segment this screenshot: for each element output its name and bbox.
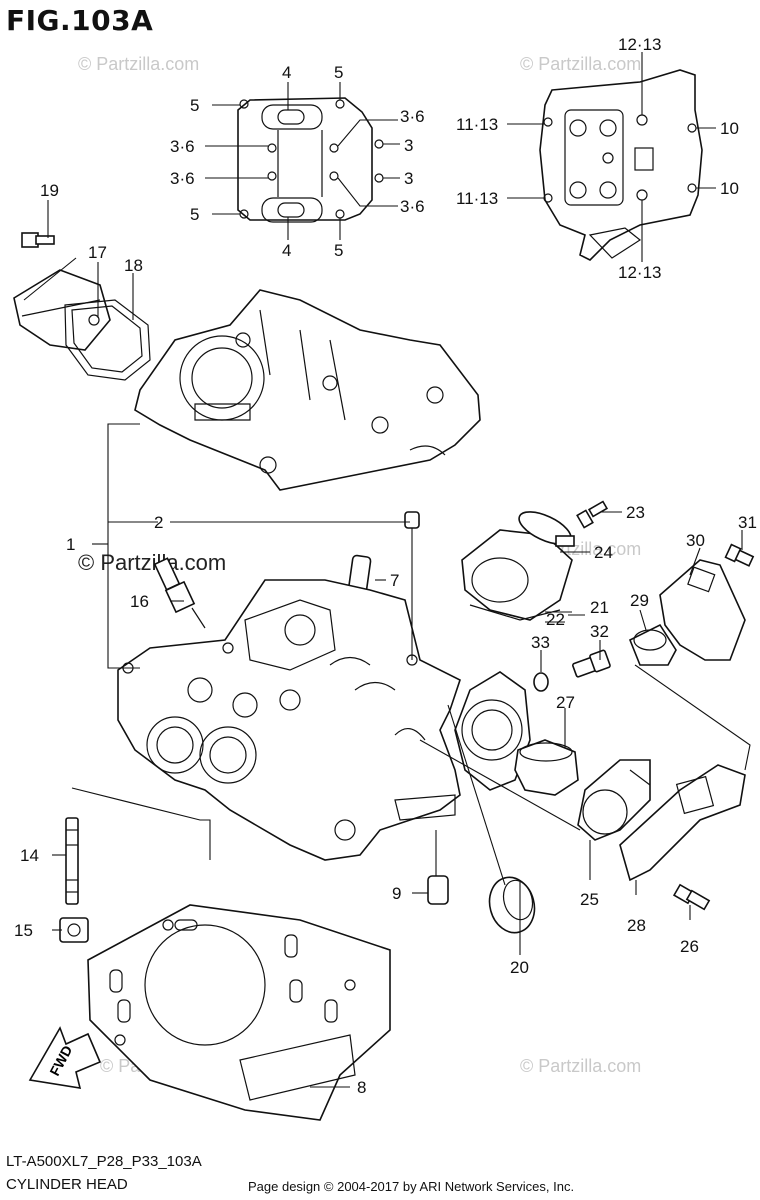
callout-24: 24 xyxy=(594,543,613,562)
leader-lines xyxy=(23,200,751,1088)
breather-gasket xyxy=(64,299,151,381)
callout-31: 31 xyxy=(738,513,757,532)
callout-11-13: 11·13 xyxy=(456,189,498,208)
callout-1: 1 xyxy=(66,535,75,554)
water-pipe-bolt xyxy=(672,883,711,911)
callout-5: 5 xyxy=(334,241,343,260)
callout-11-13: 11·13 xyxy=(456,115,498,134)
watermark: © Partzilla.com xyxy=(78,54,199,74)
callout-23: 23 xyxy=(626,503,645,522)
callout-32: 32 xyxy=(590,622,609,641)
callout-15: 15 xyxy=(14,921,33,940)
water-pipe xyxy=(619,764,746,882)
copyright-credit: Page design © 2004-2017 by ARI Network S… xyxy=(248,1179,575,1194)
callout-5: 5 xyxy=(190,205,199,224)
thermostat-cover xyxy=(577,759,651,841)
sensor-washer xyxy=(533,672,549,692)
temperature-sensor xyxy=(572,649,611,678)
callout-29: 29 xyxy=(630,591,649,610)
callout-17: 17 xyxy=(88,243,107,262)
callout-21: 21 xyxy=(590,598,609,617)
stud-bolt xyxy=(65,817,79,905)
callout-3-6: 3·6 xyxy=(400,197,425,216)
callout-25: 25 xyxy=(580,890,599,909)
callout-4: 4 xyxy=(282,63,291,82)
breather-cover xyxy=(13,269,111,351)
cylinder-head-cover xyxy=(134,289,481,491)
forward-arrow-icon: FWD xyxy=(28,1026,102,1089)
callout-9: 9 xyxy=(392,884,401,903)
watermark: © Partzilla.com xyxy=(520,1056,641,1076)
callout-3: 3 xyxy=(404,136,413,155)
callout-22: 22 xyxy=(546,610,565,629)
callout-18: 18 xyxy=(124,256,143,275)
thermostat-housing xyxy=(454,671,531,791)
figure-name: CYLINDER HEAD xyxy=(6,1176,128,1193)
callout-7: 7 xyxy=(390,571,399,590)
flange-nut xyxy=(59,917,89,943)
callout-3-6: 3·6 xyxy=(400,107,425,126)
cover-bolt-sequence-diagram xyxy=(205,82,400,240)
hose-union xyxy=(659,559,746,661)
head-bolt-sequence-diagram xyxy=(507,52,716,262)
cylinder-head xyxy=(117,579,461,861)
callout-3: 3 xyxy=(404,169,413,188)
dowel-pin xyxy=(404,511,420,529)
callout-4: 4 xyxy=(282,241,291,260)
callout-12-13: 12·13 xyxy=(618,35,661,54)
callout-2: 2 xyxy=(154,513,163,532)
figure-title: FIG.103A xyxy=(6,4,154,37)
callout-16: 16 xyxy=(130,592,149,611)
callout-30: 30 xyxy=(686,531,705,550)
watermark: © Partzilla.com xyxy=(520,54,641,74)
clamp-screw xyxy=(576,500,609,529)
hose-union-seal xyxy=(628,623,677,666)
cover-bolt xyxy=(21,232,55,248)
callout-20: 20 xyxy=(510,958,529,977)
callout-28: 28 xyxy=(627,916,646,935)
watermark-prominent: © Partzilla.com xyxy=(78,550,226,575)
dowel-pin-9 xyxy=(427,875,449,905)
figure-code: LT-A500XL7_P28_P33_103A xyxy=(6,1153,202,1170)
callout-12-13: 12·13 xyxy=(618,263,661,282)
callout-5: 5 xyxy=(190,96,199,115)
intake-clamp xyxy=(518,511,575,547)
callout-27: 27 xyxy=(556,693,575,712)
callout-26: 26 xyxy=(680,937,699,956)
plug-cap xyxy=(488,876,536,934)
callout-19: 19 xyxy=(40,181,59,200)
union-bolt xyxy=(724,543,755,567)
callout-33: 33 xyxy=(531,633,550,652)
callout-3-6: 3·6 xyxy=(170,169,195,188)
callout-10: 10 xyxy=(720,119,739,138)
callout-8: 8 xyxy=(357,1078,366,1097)
callout-3-6: 3·6 xyxy=(170,137,195,156)
spark-plug xyxy=(153,557,206,629)
cylinder-head-gasket xyxy=(87,904,391,1121)
thermostat xyxy=(514,739,579,796)
intake-pipe xyxy=(461,529,573,621)
callout-numbers: 1 2 3 3 3·6 3·6 3·6 3·6 4 4 5 5 5 5 7 8 … xyxy=(14,35,757,1097)
callout-10: 10 xyxy=(720,179,739,198)
callout-14: 14 xyxy=(20,846,39,865)
callout-5: 5 xyxy=(334,63,343,82)
